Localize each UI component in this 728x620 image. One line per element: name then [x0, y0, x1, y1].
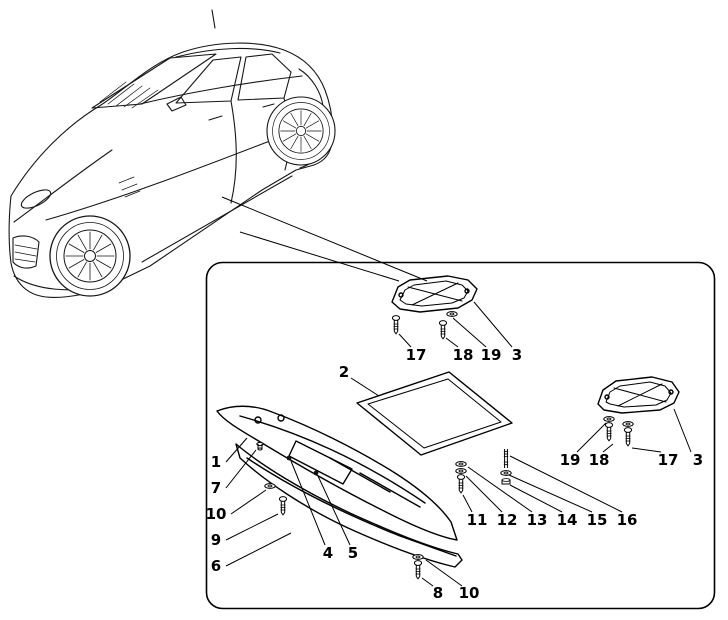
hood-seam: [13, 149, 113, 223]
callout-4: 4: [323, 544, 333, 562]
zoom-pointer-line-lower: [239, 231, 400, 282]
washer-icon-center-a1: [455, 461, 467, 467]
fender-vents: [118, 176, 141, 198]
leader-left-6: [225, 532, 292, 567]
leader-left-9: [225, 513, 279, 541]
washer-icon-right-a: [603, 416, 615, 422]
part-3-bracket-right: [597, 376, 680, 414]
callout-top-3: 3: [512, 346, 522, 364]
leader-center-14: [509, 484, 563, 513]
washer-icon-top: [446, 311, 458, 317]
leader-right-18: [602, 443, 614, 453]
callout-9: 9: [211, 531, 221, 549]
leader-center-12: [465, 475, 503, 513]
leader-top-18: [445, 337, 459, 348]
washer-icon-center-b: [500, 470, 512, 476]
part-1-shield: [216, 405, 463, 568]
part-2-panel: [356, 371, 513, 456]
front-door-seam: [230, 100, 237, 204]
leader-left-1: [225, 437, 248, 463]
shield-lip-crease: [246, 457, 457, 557]
car-illustration: [8, 9, 336, 298]
callout-top-18: 18: [453, 346, 474, 364]
part-3-bracket-top: [391, 275, 478, 313]
washer-icon-center-a2: [455, 468, 467, 474]
windshield: [91, 53, 217, 109]
leader-center-16: [509, 455, 623, 513]
callout-right-18: 18: [589, 451, 610, 469]
callout-7: 7: [211, 479, 221, 497]
leader-center-15: [508, 474, 593, 513]
clip-b: [313, 470, 319, 476]
front-side-window: [175, 56, 242, 104]
grille: [12, 235, 40, 269]
leader-panel-2: [350, 377, 380, 397]
callout-8: 8: [433, 584, 443, 602]
shield-lip: [235, 443, 463, 568]
callout-top-17: 17: [406, 346, 427, 364]
clip-a: [286, 455, 292, 461]
leader-clip-5: [317, 475, 351, 546]
sill-crease: [141, 175, 293, 263]
leader-top-17: [398, 333, 412, 348]
leader-right-3: [673, 408, 692, 453]
callout-right-19: 19: [560, 451, 581, 469]
callout-5: 5: [348, 544, 358, 562]
side-mirror: [166, 96, 187, 112]
leader-bottom-8: [421, 577, 434, 587]
callout-11: 11: [467, 511, 488, 529]
front-wheel: [49, 215, 131, 297]
trunk-seam: [298, 68, 324, 107]
car-beltline: [139, 75, 303, 105]
leader-left-7: [225, 449, 257, 489]
callout-6: 6: [211, 557, 221, 575]
callout-right-3: 3: [693, 451, 703, 469]
washer-icon-right-b: [622, 421, 634, 427]
callout-13: 13: [527, 511, 548, 529]
wiper-hatching: [99, 81, 159, 109]
car-roofline: [175, 47, 281, 58]
callout-top-19: 19: [481, 346, 502, 364]
washer-icon-left: [264, 483, 276, 489]
shield-details: [239, 414, 426, 508]
leader-bottom-10: [425, 559, 463, 587]
callout-15: 15: [587, 511, 608, 529]
rear-door-handle: [262, 103, 275, 108]
leader-top-19: [452, 317, 487, 348]
callout-1: 1: [211, 453, 221, 471]
leader-left-10: [230, 489, 267, 515]
callout-12: 12: [497, 511, 518, 529]
callout-panel-2: 2: [339, 363, 349, 381]
headlight: [20, 189, 52, 209]
antenna-line: [211, 9, 216, 29]
rear-wheel: [266, 96, 336, 166]
callout-left-10: 10: [206, 505, 227, 523]
front-door-handle: [208, 115, 223, 121]
zoom-pointer-line-upper: [221, 196, 428, 282]
washer-icon-bottom: [412, 554, 424, 560]
callout-bottom-10: 10: [459, 584, 480, 602]
callout-right-17: 17: [658, 451, 679, 469]
rear-side-window: [237, 53, 292, 101]
nut-icon-center-b: [501, 478, 511, 485]
callout-16: 16: [617, 511, 638, 529]
leader-clip-4: [290, 460, 326, 546]
leader-center-13: [467, 466, 533, 513]
leader-right-17: [631, 447, 662, 453]
leader-right-19: [576, 422, 607, 453]
leader-center-11: [462, 494, 473, 513]
callout-14: 14: [557, 511, 578, 529]
leader-top-3: [473, 301, 513, 348]
car-body-outline: [8, 42, 334, 298]
